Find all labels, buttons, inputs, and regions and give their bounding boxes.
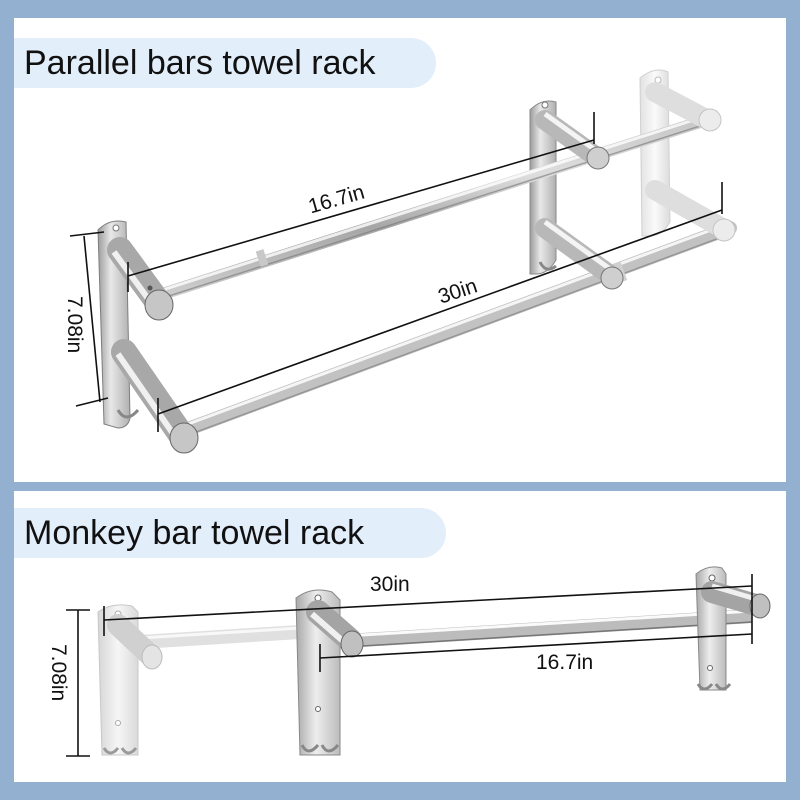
parallel-bars-panel: Parallel bars towel rack 16.7in 30in 7.0… [14,18,786,482]
parallel-bars-rack-illustration [69,69,737,454]
height-label: 7.08in [63,296,86,354]
main-bar [329,609,753,649]
height-label: 7.08in [47,644,70,702]
upper-bar [144,116,706,304]
wall-plate-middle [295,589,364,756]
monkey-bar-rack-illustration [66,566,771,757]
panel-title: Monkey bar towel rack [14,508,446,558]
dimension-lines [66,574,753,757]
monkey-bar-panel: Monkey bar towel rack 30in 16.7in 7.08in [14,491,786,782]
long-span-length-label: 30in [370,573,410,596]
back-right-arms [645,82,736,242]
front-left-arms [107,237,199,454]
short-span-length-label: 16.7in [536,651,594,674]
dimension-lines [69,112,723,432]
middle-arms [535,110,624,290]
wall-plate-left [97,604,163,756]
wall-plate-right [695,566,771,691]
left-bar [139,625,301,649]
panel-title: Parallel bars towel rack [14,38,436,88]
